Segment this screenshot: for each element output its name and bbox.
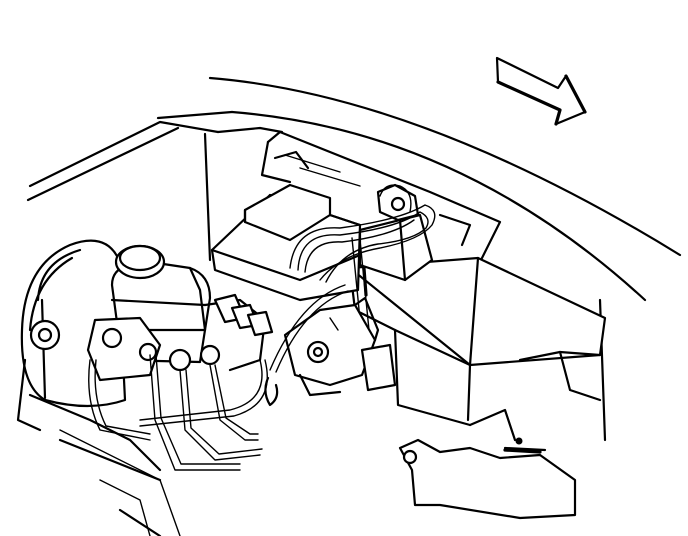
- abs-module: [210, 183, 434, 302]
- master-cylinder-body: [86, 293, 274, 382]
- front-structure: [28, 393, 162, 536]
- mounting-bracket: [398, 437, 577, 520]
- fender-outline: [26, 76, 682, 442]
- master-cylinder-reservoir: [110, 244, 212, 364]
- connector-cluster: [283, 296, 397, 397]
- direction-arrow: [495, 56, 587, 126]
- brake-lines: [59, 284, 349, 536]
- cowl-panel: [260, 130, 502, 264]
